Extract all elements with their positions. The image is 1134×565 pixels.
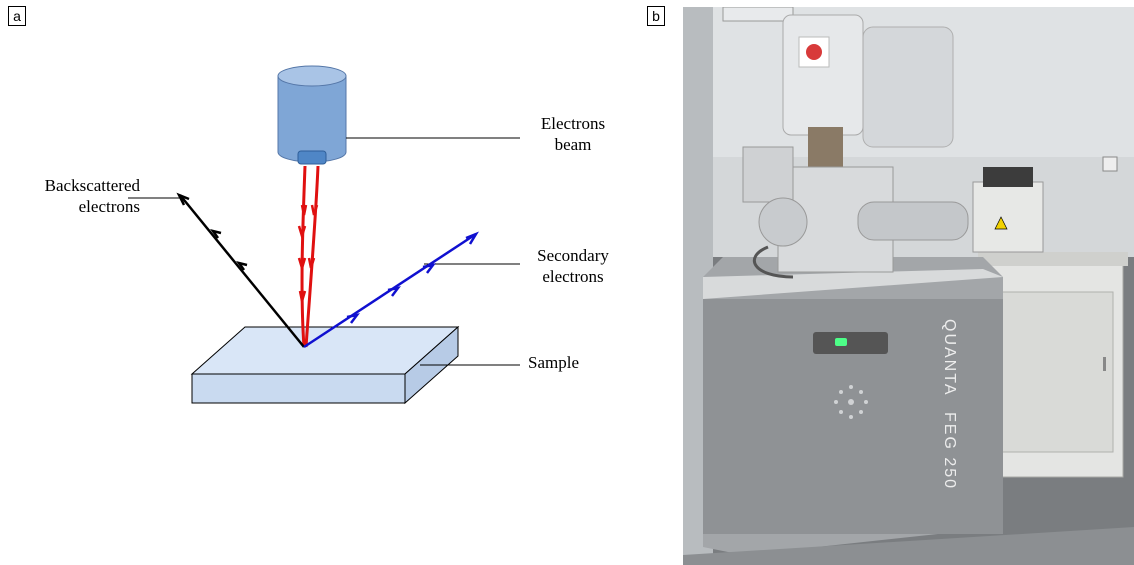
sample-block [190, 325, 460, 405]
primary-beam [297, 165, 320, 348]
cabinet-icon [972, 167, 1128, 478]
microscope-column-icon [742, 14, 969, 279]
brand-text-quanta: QUANTA [941, 319, 958, 397]
panel-label-b: b [647, 6, 665, 26]
secondary-path [303, 231, 479, 349]
sample-label: Sample [528, 353, 579, 372]
electron-source-icon [277, 65, 347, 165]
console-icon [703, 257, 1003, 555]
sem-instrument-photo: QUANTA FEG 250 [683, 7, 1134, 565]
secondary-electrons-label: Secondary electrons [537, 246, 609, 286]
brand-text-feg250: FEG 250 [941, 412, 958, 491]
electrons-beam-label: Electrons beam [540, 114, 606, 154]
backscattered-electrons-label: Backscattered electrons [44, 176, 140, 216]
backscattered-path [176, 192, 305, 348]
panel-label-a: a [8, 6, 26, 26]
sem-diagram [128, 65, 520, 405]
